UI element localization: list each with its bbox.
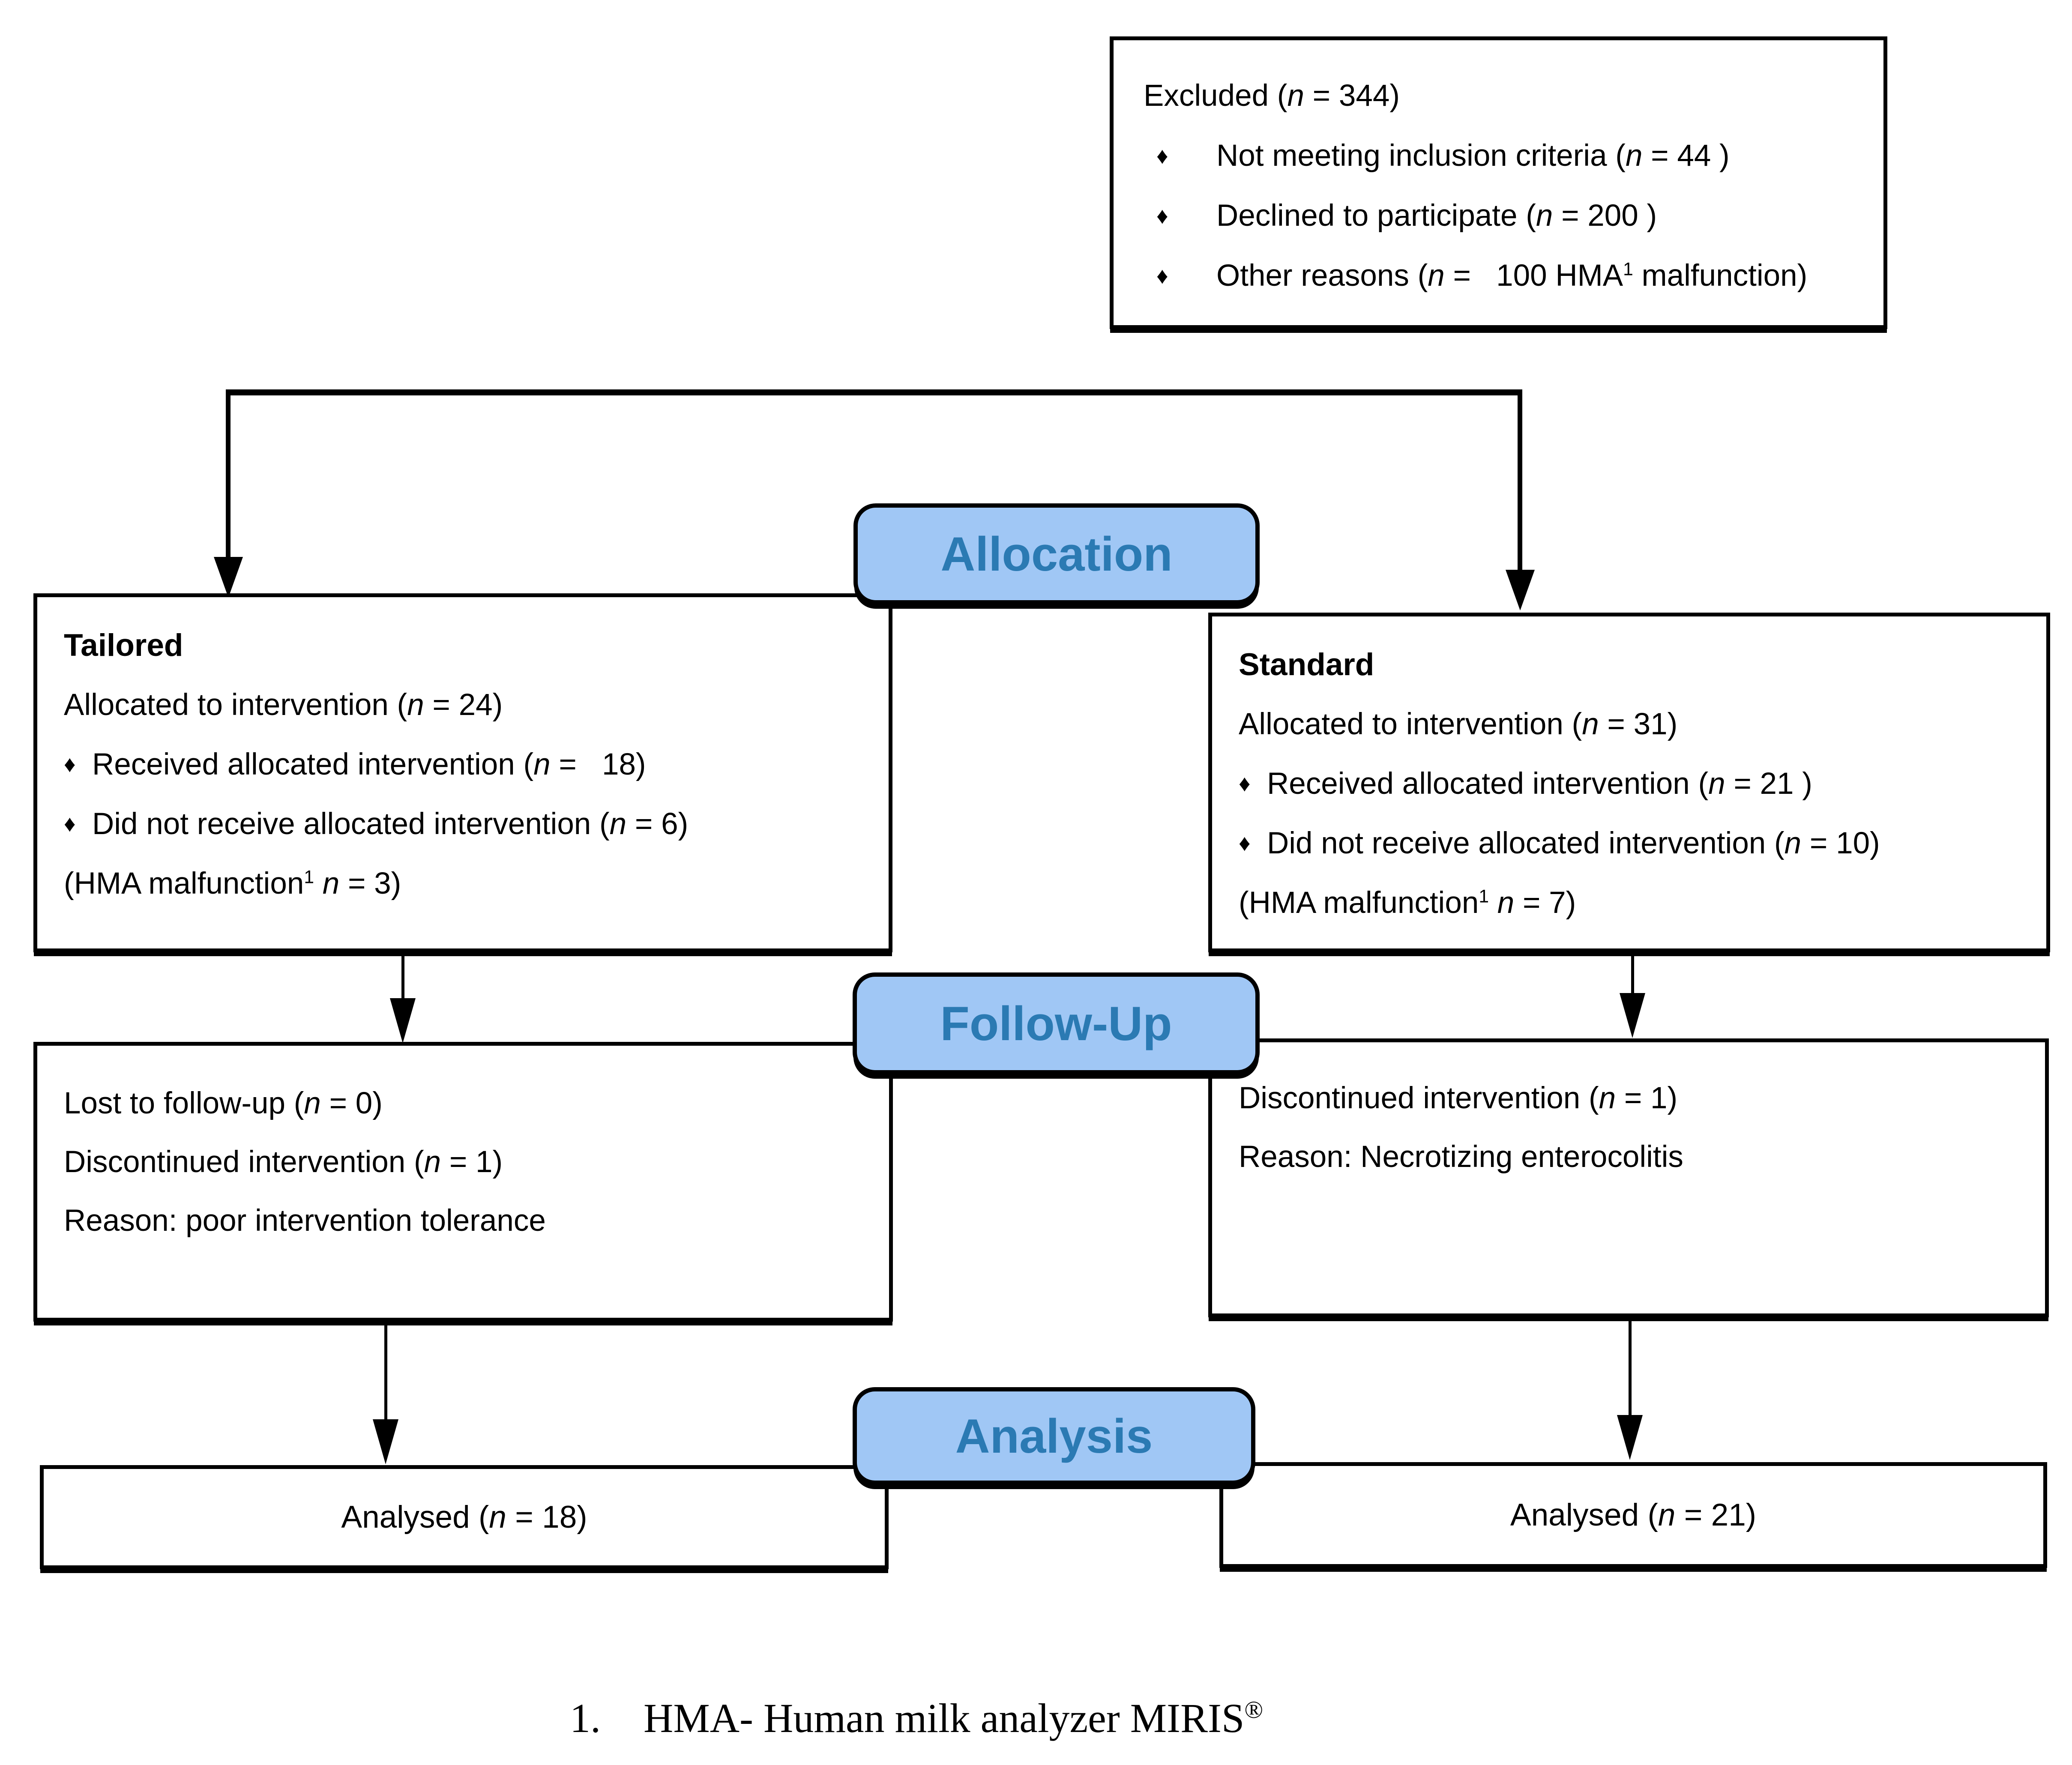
flow-line: Discontinued intervention (n = 1) [64,1133,876,1191]
followup-to-analysis-right-line [1629,1317,1632,1418]
tailored-to-followup-line [401,952,404,1000]
excluded-bullet-text: Other reasons (n = 100 HMA1 malfunction) [1216,259,1808,293]
flow-line: Lost to follow-up (n = 0) [64,1074,876,1133]
flow-line-text: Lost to follow-up (n = 0) [64,1086,383,1120]
followup-to-analysis-left-line [384,1322,387,1422]
flow-line-text: Tailored [64,628,183,663]
flow-line-text: Reason: Necrotizing enterocolitis [1239,1140,1683,1174]
flow-line: Standard [1239,635,2033,694]
flow-line: (HMA malfunction1 n = 7) [1239,873,2033,933]
allocation-stage-label: Allocation [853,503,1260,604]
excluded-box-content: Excluded (n = 344) ♦ Not meeting inclusi… [1114,40,1883,306]
standard-allocation-box: Standard Allocated to intervention (n = … [1208,613,2050,952]
flow-line: Allocated to intervention (n = 31) [1239,694,2033,754]
followup-stage-label: Follow-Up [853,972,1260,1074]
flow-line-text: Allocated to intervention (n = 24) [64,688,503,722]
top-connector-right-vertical-line [1518,389,1522,572]
flow-line: ♦ Received allocated intervention (n = 2… [1239,754,2033,814]
flow-line: ♦ Did not receive allocated intervention… [1239,814,2033,873]
flow-line: Reason: Necrotizing enterocolitis [1239,1128,2032,1186]
tailored-allocation-box: Tailored Allocated to intervention (n = … [33,593,892,952]
diamond-bullet-icon: ♦ [1156,143,1168,169]
flow-line: ♦ Received allocated intervention (n = 1… [64,735,876,794]
excluded-title-text: Excluded (n = 344) [1144,79,1400,113]
flow-line: (HMA malfunction1 n = 3) [64,854,876,913]
arrow-down-icon [1506,570,1535,610]
excluded-box: Excluded (n = 344) ♦ Not meeting inclusi… [1110,36,1887,329]
arrow-down-icon [214,557,243,598]
excluded-bullet-text: Declined to participate (n = 200 ) [1216,199,1657,233]
flow-line-text: Did not receive allocated intervention (… [1267,826,1880,860]
excluded-bullet-item: ♦ Declined to participate (n = 200 ) [1144,186,1866,246]
arrow-down-icon [373,1419,398,1464]
analysed-right-box: Analysed (n = 21) [1219,1462,2047,1568]
flow-line-text: Received allocated intervention (n = 18) [92,748,646,781]
analysed-right-text: Analysed (n = 21) [1510,1498,1757,1532]
flow-line-text: (HMA malfunction1 n = 7) [1239,886,1576,920]
standard-to-followup-line [1631,952,1634,996]
diamond-bullet-icon: ♦ [1156,203,1168,229]
analysis-stage-label: Analysis [853,1387,1255,1485]
footnote-text: HMA- Human milk analyzer MIRIS® [644,1695,1264,1741]
flow-line: ♦ Did not receive allocated intervention… [64,794,876,854]
excluded-title: Excluded (n = 344) [1144,66,1866,126]
followup-left-content: Lost to follow-up (n = 0) Discontinued i… [37,1046,889,1250]
top-connector-left-vertical-line [226,389,231,559]
top-connector-horizontal-line [226,389,1522,395]
flow-line-text: Allocated to intervention (n = 31) [1239,707,1678,741]
analysed-left-text: Analysed (n = 18) [341,1500,587,1535]
flow-line: Discontinued intervention (n = 1) [1239,1069,2032,1128]
flow-line: Allocated to intervention (n = 24) [64,675,876,735]
followup-stage-label-text: Follow-Up [940,996,1172,1050]
diamond-bullet-icon: ♦ [64,811,76,837]
footnote-number: 1. [570,1695,601,1741]
flow-line-text: Reason: poor intervention tolerance [64,1204,546,1238]
tailored-box-content: Tailored Allocated to intervention (n = … [37,597,889,913]
arrow-down-icon [1620,993,1645,1038]
excluded-bullet-list: ♦ Not meeting inclusion criteria (n = 44… [1144,126,1866,306]
flow-line-text: Discontinued intervention (n = 1) [1239,1081,1678,1115]
arrow-down-icon [1617,1415,1643,1460]
flow-line-text: Received allocated intervention (n = 21 … [1267,767,1812,801]
diamond-bullet-icon: ♦ [1156,263,1168,289]
flow-line: Reason: poor intervention tolerance [64,1191,876,1250]
footnote: 1. HMA- Human milk analyzer MIRIS® [570,1694,1263,1742]
flow-line: Tailored [64,616,876,675]
standard-box-content: Standard Allocated to intervention (n = … [1212,616,2046,933]
flow-line-text: (HMA malfunction1 n = 3) [64,867,401,900]
arrow-down-icon [390,998,416,1043]
analysis-stage-label-text: Analysis [955,1409,1153,1463]
diamond-bullet-icon: ♦ [1239,830,1251,856]
diamond-bullet-icon: ♦ [64,751,76,777]
followup-left-box: Lost to follow-up (n = 0) Discontinued i… [33,1042,893,1322]
analysed-left-box: Analysed (n = 18) [40,1465,889,1569]
flow-line-text: Discontinued intervention (n = 1) [64,1145,503,1179]
excluded-bullet-text: Not meeting inclusion criteria (n = 44 ) [1216,139,1730,173]
diamond-bullet-icon: ♦ [1239,771,1251,796]
flow-line-text: Did not receive allocated intervention (… [92,807,689,841]
excluded-bullet-item: ♦ Not meeting inclusion criteria (n = 44… [1144,126,1866,186]
followup-right-box: Discontinued intervention (n = 1) Reason… [1208,1038,2049,1317]
excluded-bullet-item: ♦ Other reasons (n = 100 HMA1 malfunctio… [1144,246,1866,306]
flow-line-text: Standard [1239,647,1374,682]
allocation-stage-label-text: Allocation [940,527,1173,581]
followup-right-content: Discontinued intervention (n = 1) Reason… [1212,1042,2045,1186]
